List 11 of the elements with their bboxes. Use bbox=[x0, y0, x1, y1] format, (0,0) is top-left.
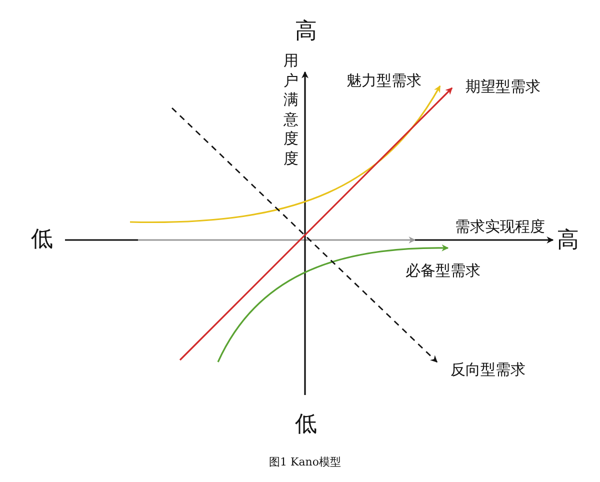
axis-end-label: 高 bbox=[295, 21, 317, 43]
axis-end-label: 高 bbox=[557, 230, 579, 252]
axis-end-label: 低 bbox=[295, 414, 317, 436]
caption: 图1 Kano模型 bbox=[269, 456, 341, 468]
curve-label: 反向型需求 bbox=[450, 362, 526, 378]
curve-label: 必备型需求 bbox=[406, 264, 480, 278]
curve-label: 期望型需求 bbox=[466, 80, 540, 94]
axis-end-label: 低 bbox=[31, 229, 53, 251]
axis-title: 需求实现程度 bbox=[455, 220, 545, 234]
axis-title: 用户满意度度 bbox=[283, 52, 299, 168]
curve-label: 魅力型需求 bbox=[346, 74, 422, 88]
